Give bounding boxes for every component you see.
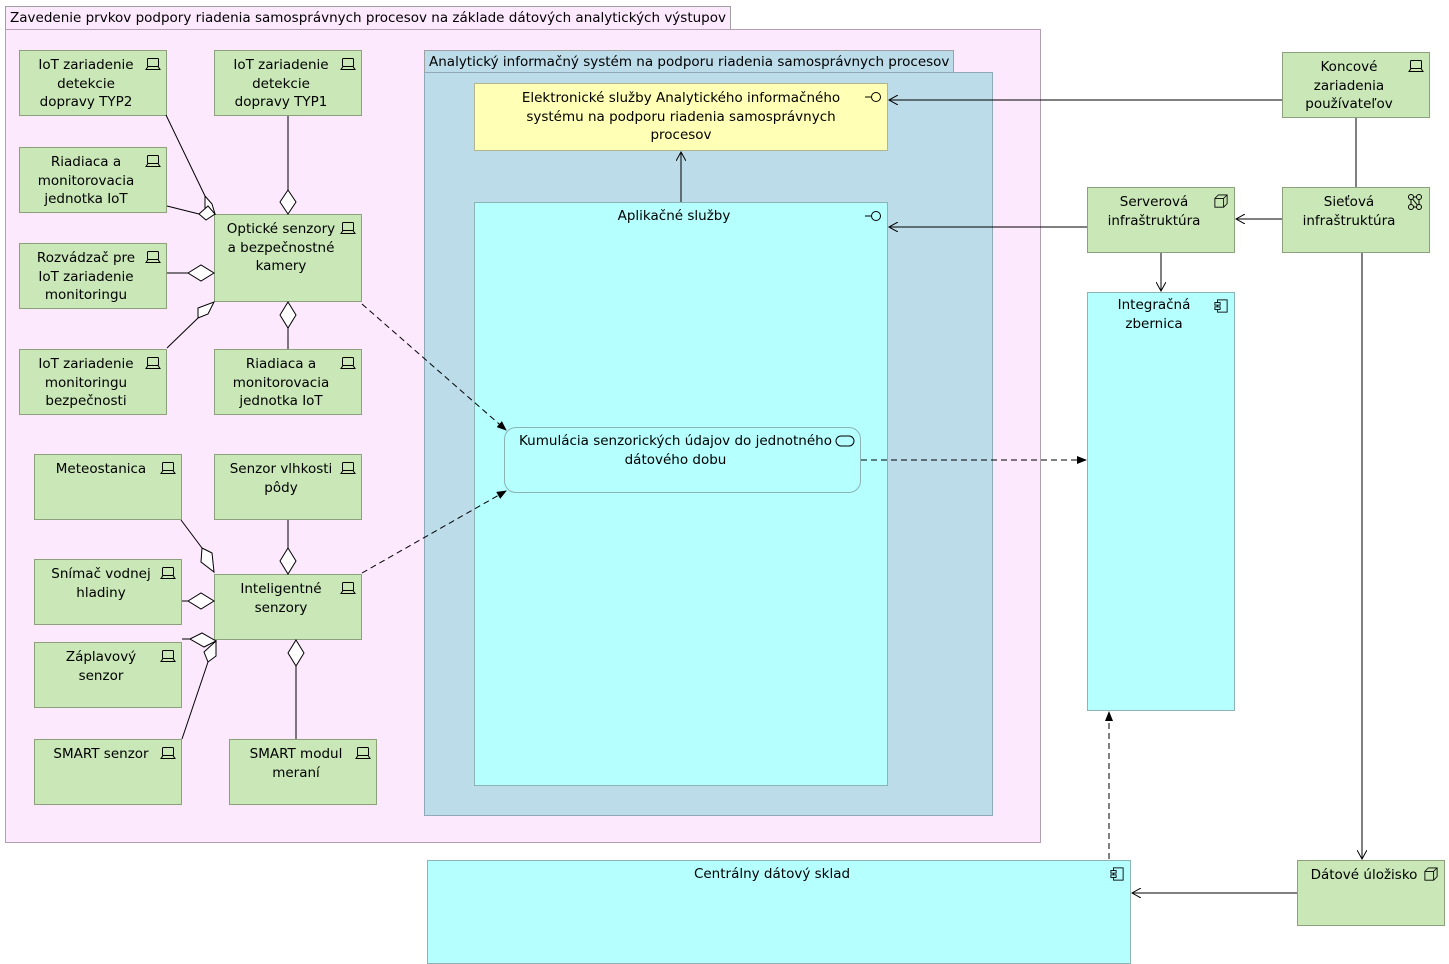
device-label: Meteostanica [55, 461, 147, 477]
device-iot-typ2[interactable]: IoT zariadenie detekcie dopravy TYP2 [19, 50, 167, 116]
device-icon [355, 747, 371, 759]
device-icon [160, 567, 176, 579]
integracna-zbernica[interactable]: Integračná zbernica [1087, 292, 1235, 711]
component-icon [1110, 867, 1124, 881]
device-label: SMART senzor [53, 746, 149, 762]
centralny-datovy-sklad[interactable]: Centrálny dátový sklad [427, 860, 1131, 964]
node-label: Dátové úložisko [1310, 867, 1418, 883]
device-opticke-senzory[interactable]: Optické senzory a bezpečnostné kamery [214, 214, 362, 302]
network-label: Sieťová infraštruktúra [1302, 194, 1396, 229]
device-label: IoT zariadenie detekcie dopravy TYP2 [38, 57, 134, 110]
device-meteostanica[interactable]: Meteostanica [34, 454, 182, 520]
device-label: Rozvádzač pre IoT zariadenie monitoringu [36, 250, 136, 303]
device-rozvadzac[interactable]: Rozvádzač pre IoT zariadenie monitoringu [19, 243, 167, 309]
device-label: Záplavový senzor [65, 649, 137, 684]
device-label: IoT zariadenie monitoringu bezpečnosti [38, 356, 134, 409]
device-label: SMART modul meraní [249, 746, 343, 781]
device-icon [340, 58, 356, 70]
node-icon [1214, 194, 1228, 208]
node-label: Serverová infraštruktúra [1107, 194, 1201, 229]
device-koncove-zariadenia[interactable]: Koncové zariadenia používateľov [1282, 52, 1430, 118]
device-icon [145, 357, 161, 369]
device-label: Inteligentné senzory [240, 581, 322, 616]
system-group-label: Analytický informačný systém na podporu … [424, 50, 955, 73]
device-icon [160, 747, 176, 759]
interface-icon [865, 211, 881, 221]
interface-label: Elektronické služby Analytického informa… [521, 90, 841, 143]
device-icon [340, 582, 356, 594]
device-icon [145, 155, 161, 167]
device-zaplavovy-senzor[interactable]: Záplavový senzor [34, 642, 182, 708]
device-label: Riadiaca a monitorovacia jednotka IoT [37, 154, 135, 207]
device-riadiaca-jednotka-2[interactable]: Riadiaca a monitorovacia jednotka IoT [214, 349, 362, 415]
device-icon [145, 58, 161, 70]
network-sietova-infrastruktura[interactable]: Sieťová infraštruktúra [1282, 187, 1430, 253]
interface-icon [865, 92, 881, 102]
node-datove-ulozisko[interactable]: Dátové úložisko [1297, 860, 1445, 926]
device-icon [160, 650, 176, 662]
device-label: Koncové zariadenia používateľov [1305, 59, 1393, 112]
integracna-label: Integračná zbernica [1117, 297, 1191, 332]
centralny-label: Centrálny dátový sklad [693, 866, 851, 882]
device-label: IoT zariadenie detekcie dopravy TYP1 [233, 57, 329, 110]
node-icon [1424, 867, 1438, 881]
device-icon [340, 357, 356, 369]
device-smart-senzor[interactable]: SMART senzor [34, 739, 182, 805]
device-riadiaca-jednotka-1[interactable]: Riadiaca a monitorovacia jednotka IoT [19, 147, 167, 213]
kumulacia-process[interactable]: Kumulácia senzorických údajov do jednotn… [504, 427, 861, 493]
device-label: Senzor vlhkosti pôdy [229, 461, 333, 496]
aplikacne-label: Aplikačné služby [617, 208, 731, 224]
aplikacne-sluzby[interactable]: Aplikačné služby [474, 202, 888, 786]
device-iot-typ1[interactable]: IoT zariadenie detekcie dopravy TYP1 [214, 50, 362, 116]
network-icon [1408, 194, 1422, 210]
service-icon [835, 435, 855, 447]
device-senzor-vlhkosti[interactable]: Senzor vlhkosti pôdy [214, 454, 362, 520]
device-label: Optické senzory a bezpečnostné kamery [226, 221, 336, 274]
device-icon [340, 222, 356, 234]
kumulacia-label: Kumulácia senzorických údajov do jednotn… [519, 433, 832, 468]
device-icon [160, 462, 176, 474]
outer-group-label: Zavedenie prvkov podpory riadenia samosp… [5, 6, 732, 30]
device-icon [145, 251, 161, 263]
device-icon [340, 462, 356, 474]
component-icon [1214, 299, 1228, 313]
device-label: Snímač vodnej hladiny [51, 566, 151, 601]
interface-elektronicke-sluzby[interactable]: Elektronické služby Analytického informa… [474, 83, 888, 151]
device-label: Riadiaca a monitorovacia jednotka IoT [232, 356, 330, 409]
device-iot-bezpecnosti[interactable]: IoT zariadenie monitoringu bezpečnosti [19, 349, 167, 415]
device-icon [1408, 60, 1424, 72]
device-snimac-hladiny[interactable]: Snímač vodnej hladiny [34, 559, 182, 625]
device-smart-modul[interactable]: SMART modul meraní [229, 739, 377, 805]
node-serverova-infrastruktura[interactable]: Serverová infraštruktúra [1087, 187, 1235, 253]
device-inteligentne-senzory[interactable]: Inteligentné senzory [214, 574, 362, 640]
